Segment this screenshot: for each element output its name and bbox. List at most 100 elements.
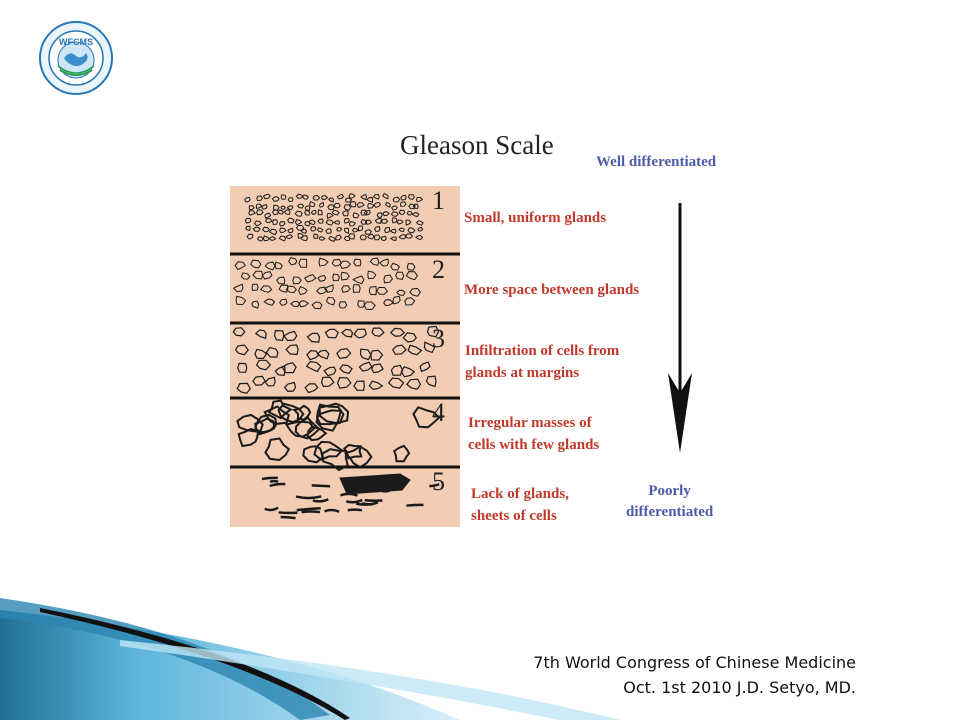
gland-shape	[325, 219, 334, 226]
grade-3-line-1: Infiltration of cells from	[465, 343, 620, 359]
gland-shape	[343, 218, 350, 224]
gland-shape	[256, 209, 264, 216]
grade-4-description: Irregular masses of cells with few gland…	[468, 412, 599, 456]
gland-shape	[265, 346, 279, 358]
gland-shape	[245, 225, 251, 231]
gland-shape	[232, 283, 244, 293]
logo-text: WFCMS	[59, 37, 93, 47]
grade-1-line-1: Small, uniform glands	[464, 210, 607, 226]
gland-shape	[315, 286, 328, 295]
footer-credit: 7th World Congress of Chinese Medicine O…	[533, 650, 856, 700]
gland-shape	[283, 209, 291, 215]
gland-shape	[326, 212, 334, 220]
gland-shape	[255, 203, 263, 209]
gland-shape	[336, 193, 345, 200]
chart-title: Gleason Scale	[400, 130, 554, 160]
gland-shape	[415, 234, 424, 241]
gland-shape	[304, 210, 311, 216]
cell-sheet-stroke	[301, 510, 321, 514]
grade-4-line-1: Irregular masses of	[468, 415, 592, 431]
gland-shape	[405, 271, 419, 281]
gland-shape	[406, 210, 413, 216]
gland-shape	[373, 201, 382, 208]
gland-shape	[318, 236, 326, 241]
poorly-differentiated-label: Poorly differentiated	[626, 481, 713, 523]
gland-shape	[234, 344, 249, 356]
gland-shape	[390, 262, 401, 271]
gland-shape	[352, 227, 360, 233]
gland-shape	[387, 377, 405, 389]
gland-shape	[234, 261, 246, 271]
poorly-differentiated-line-1: Poorly	[648, 483, 691, 499]
gland-shape	[367, 270, 377, 280]
cell-sheet-stroke	[296, 507, 321, 512]
gland-shape	[317, 209, 323, 216]
gland-shape	[367, 233, 375, 240]
gland-shape	[279, 298, 288, 306]
gland-shape	[339, 364, 353, 375]
gland-shape	[343, 204, 352, 211]
gland-shape	[336, 347, 352, 360]
cell-sheet-stroke	[345, 498, 363, 504]
gleason-tissue-figure	[230, 186, 460, 527]
gland-shape	[252, 375, 266, 386]
gland-shape	[273, 329, 285, 341]
gland-shape	[398, 209, 406, 215]
gland-shape	[324, 328, 339, 339]
gland-shape	[262, 193, 271, 200]
gland-shape	[252, 270, 264, 280]
cell-sheet-stroke	[264, 506, 279, 512]
gland-shape	[352, 212, 360, 219]
gland-shape	[309, 201, 316, 208]
gland-shape	[305, 360, 322, 373]
gland-shape	[340, 271, 350, 281]
gland-shape	[256, 236, 264, 242]
gland-shape	[382, 192, 389, 200]
gland-shape	[349, 201, 357, 208]
gland-shape	[390, 364, 404, 376]
gland-shape	[383, 227, 391, 234]
gland-shape	[313, 233, 319, 239]
gland-shape	[364, 229, 373, 235]
gland-shape	[317, 275, 327, 282]
gland-shape	[325, 296, 336, 306]
gland-shape	[408, 194, 416, 200]
gland-shape	[268, 228, 278, 236]
gland-shape	[341, 210, 349, 217]
gland-shape	[375, 286, 389, 295]
gland-shape	[318, 202, 325, 208]
gland-shape	[402, 332, 418, 343]
gland-shape	[415, 220, 424, 226]
gland-shape	[379, 218, 389, 224]
gland-shape	[259, 285, 273, 293]
gland-shape	[304, 221, 311, 227]
cell-sheet-mass	[339, 473, 411, 495]
cell-sheet-stroke	[269, 479, 279, 484]
gland-shape	[284, 420, 316, 438]
gland-shape	[368, 286, 377, 296]
gland-shape	[285, 344, 299, 356]
gland-shape	[399, 201, 407, 207]
gland-shape	[336, 376, 352, 389]
gland-shape	[389, 327, 406, 337]
gland-shape	[264, 261, 276, 271]
gland-shape	[306, 332, 321, 343]
gland-shape	[248, 210, 257, 216]
gland-shape	[253, 220, 262, 227]
gland-shape	[320, 195, 329, 201]
gland-shape	[343, 227, 350, 234]
grade-4-line-2: cells with few glands	[468, 437, 600, 453]
cell-sheet-stroke	[312, 498, 329, 503]
gland-shape	[406, 263, 416, 271]
footer-line-1: 7th World Congress of Chinese Medicine	[533, 653, 856, 672]
poorly-differentiated-line-2: differentiated	[626, 504, 714, 520]
gland-shape	[262, 235, 270, 242]
grade-5-line-2: sheets of cells	[471, 508, 557, 524]
gland-shape	[338, 301, 348, 309]
gland-shape	[360, 218, 368, 225]
gland-shape	[392, 196, 401, 203]
gland-shape	[311, 301, 323, 310]
cell-sheet-stroke	[280, 515, 296, 520]
gland-shape	[298, 286, 308, 296]
gland-shape	[335, 234, 342, 241]
